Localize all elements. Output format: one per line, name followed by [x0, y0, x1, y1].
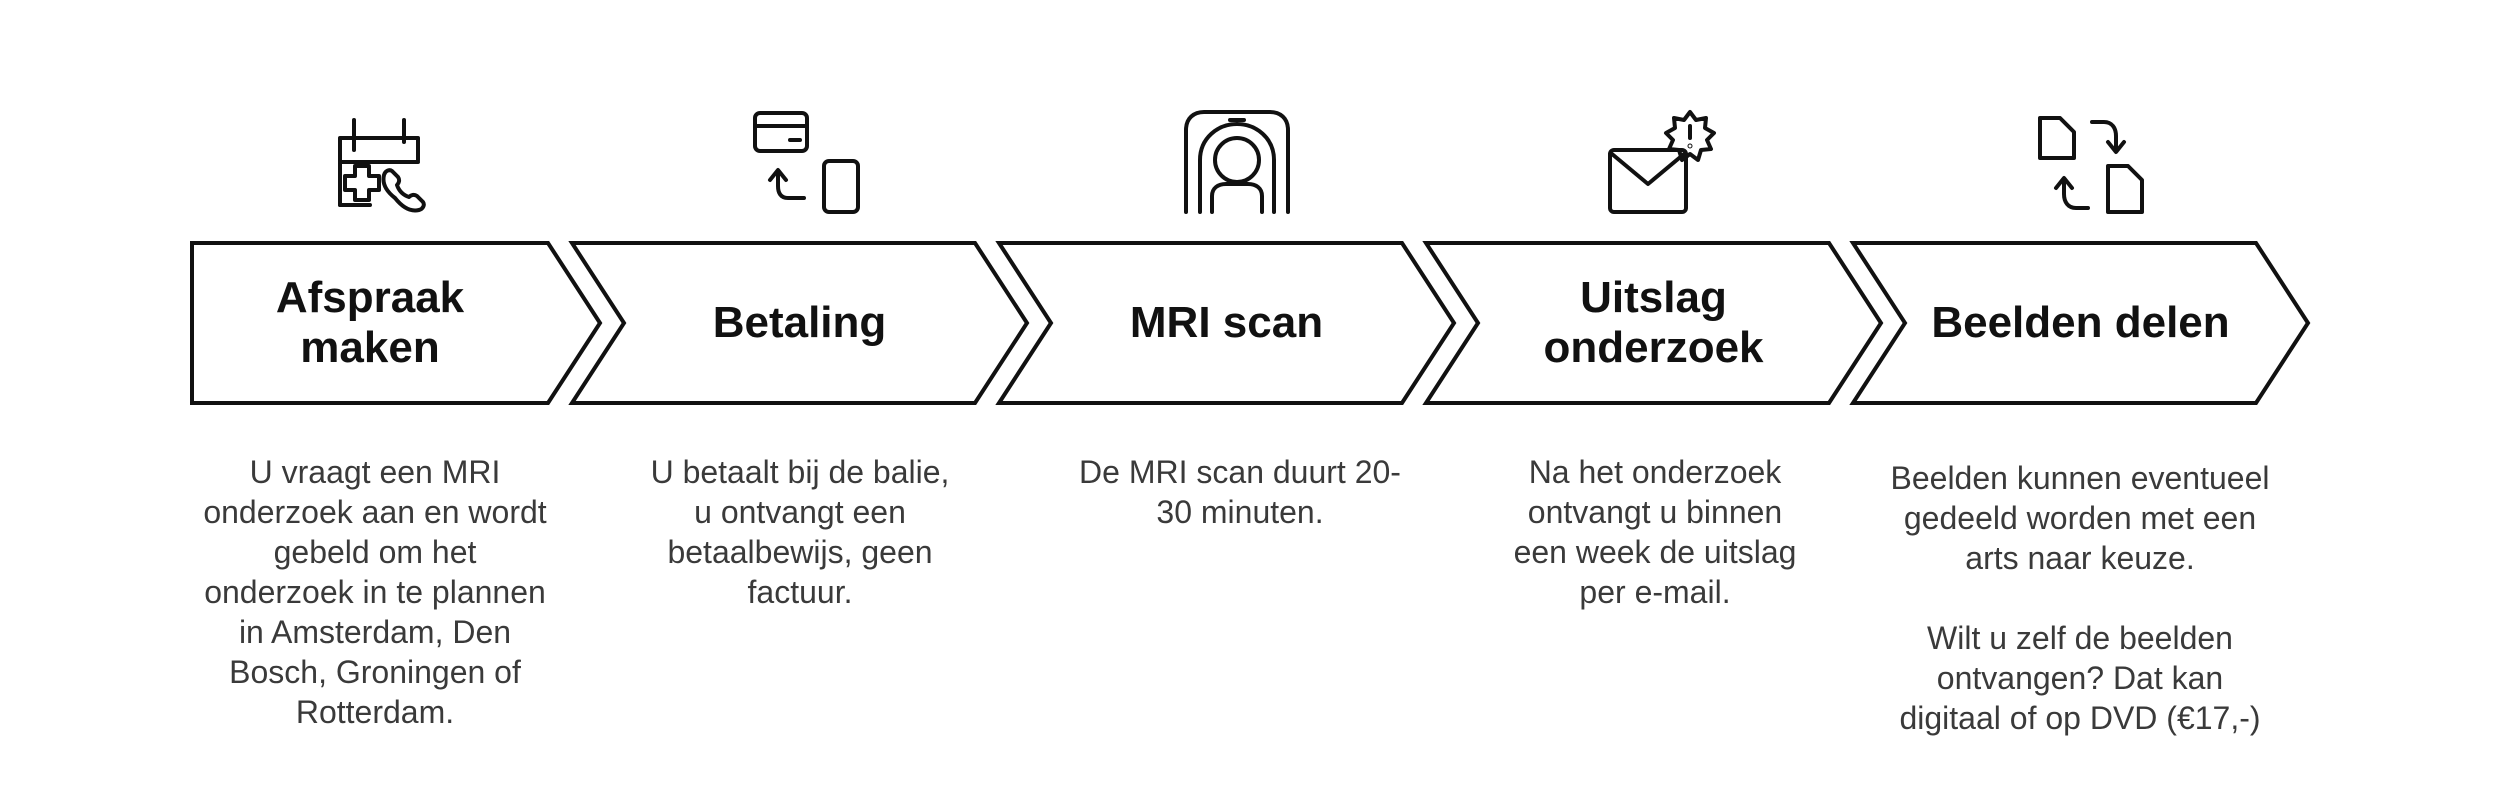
mri-scanner-icon	[1184, 110, 1290, 214]
step-2-title: Betaling	[712, 298, 887, 347]
share-documents-icon	[2038, 116, 2144, 214]
calendar-medical-phone-icon	[338, 118, 426, 213]
step-5-arrow	[1849, 241, 2311, 405]
step-1-description: U vraagt een MRI onderzoek aan en wordt …	[203, 454, 547, 730]
card-phone-payment-icon	[753, 111, 860, 214]
step-2-arrow	[568, 241, 1030, 405]
step-5-description: Beelden kunnen eventueel gedeeld worden …	[1890, 460, 2270, 736]
step-3-title: MRI scan	[1129, 298, 1324, 347]
mail-alert-icon	[1608, 110, 1716, 214]
step-3-arrow	[995, 241, 1457, 405]
step-2-description: U betaalt bij de balie, u ontvangt een b…	[650, 454, 950, 610]
step-4-arrow	[1422, 241, 1884, 405]
step-3-description: De MRI scan duurt 20- 30 minuten.	[1079, 454, 1401, 530]
step-1-title: Afspraak maken	[275, 273, 465, 372]
step-4-title: Uitslag onderzoek	[1543, 273, 1764, 372]
step-1-arrow	[190, 241, 603, 405]
step-4-description: Na het onderzoek ontvangt u binnen een w…	[1513, 454, 1797, 610]
step-5-title: Beelden delen	[1931, 298, 2230, 347]
